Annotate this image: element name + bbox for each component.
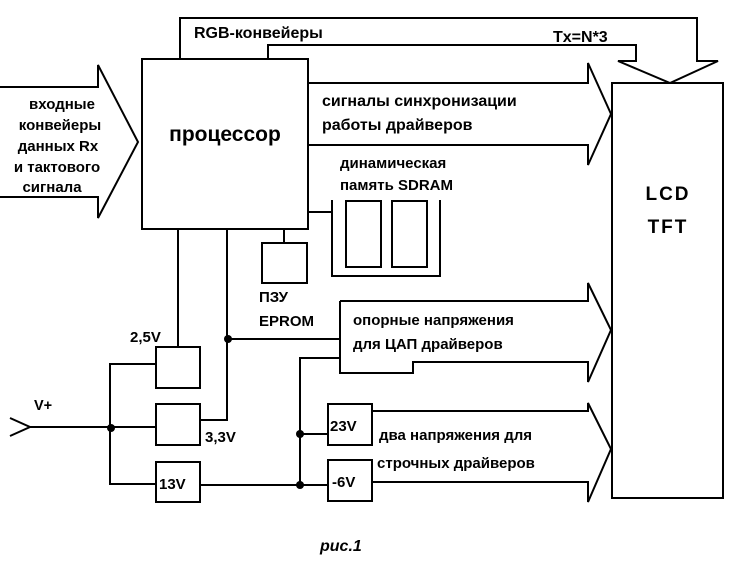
regulator-2v5 — [155, 346, 201, 389]
lcd-label-line1: LCD — [645, 184, 690, 205]
vplus-input-connector — [9, 417, 33, 437]
rgb-pipeline-label: RGB-конвейеры — [194, 25, 323, 42]
sync-signals-arrow — [308, 62, 613, 166]
svg-text:входные: входные — [29, 96, 95, 113]
wire-3v3 — [200, 229, 228, 421]
sdram-label-line1: динамическая — [340, 155, 446, 172]
sdram-label-line2: память SDRAM — [340, 177, 453, 194]
regulator-3v3-label: 3,3V — [205, 429, 236, 446]
vplus-label: V+ — [34, 398, 52, 414]
lcd-tft-panel — [611, 82, 724, 499]
sdram-chip-1 — [345, 200, 382, 268]
regulator-23v-label: 23V — [330, 418, 357, 435]
regulator-13v — [155, 461, 201, 503]
rom-block — [261, 242, 308, 284]
reference-voltage-arrow — [339, 282, 613, 383]
sync-label-line2: работы драйверов — [322, 117, 473, 134]
vplus-bus — [109, 363, 156, 485]
regulator-2v5-label: 2,5V — [130, 329, 161, 346]
rom-label-line2: EPROM — [259, 313, 314, 330]
processor-label: процессор — [169, 123, 281, 146]
ref-voltage-label-line2: для ЦАП драйверов — [353, 336, 503, 353]
input-data-arrow — [0, 64, 140, 219]
tx-formula-label: Tx=N*3 — [553, 29, 608, 46]
junction-3v3 — [224, 335, 232, 343]
lcd-label-line2: TFT — [648, 217, 689, 238]
sync-label-line1: сигналы синхронизации — [322, 93, 517, 110]
rom-label-line1: ПЗУ — [259, 289, 289, 306]
figure-caption: рис.1 — [319, 538, 362, 555]
regulator-neg6v-label: -6V — [332, 474, 355, 491]
input-arrow-text: входные конвейеры данных Rx и тактового … — [14, 96, 101, 196]
regulator-3v3 — [155, 403, 201, 446]
svg-text:данных Rx: данных Rx — [18, 138, 99, 155]
svg-text:и тактового: и тактового — [14, 159, 100, 176]
processor-block — [141, 58, 309, 230]
junction-13v — [296, 481, 304, 489]
svg-text:сигнала: сигнала — [22, 179, 82, 196]
ref-voltage-feed — [299, 357, 340, 485]
row-driver-voltage-arrow — [372, 402, 613, 503]
sdram-module-outline — [331, 200, 441, 277]
row-driver-label-line2: строчных драйверов — [377, 455, 535, 472]
junction-23v — [296, 430, 304, 438]
regulator-neg6v — [327, 459, 373, 502]
regulator-13v-label: 13V — [159, 476, 186, 493]
regulator-23v — [327, 403, 373, 446]
sdram-chip-2 — [391, 200, 428, 268]
svg-text:конвейеры: конвейеры — [19, 117, 101, 134]
junction-vplus — [107, 424, 115, 432]
ref-voltage-label-line1: опорные напряжения — [353, 312, 514, 329]
row-driver-label-line1: два напряжения для — [379, 427, 532, 444]
